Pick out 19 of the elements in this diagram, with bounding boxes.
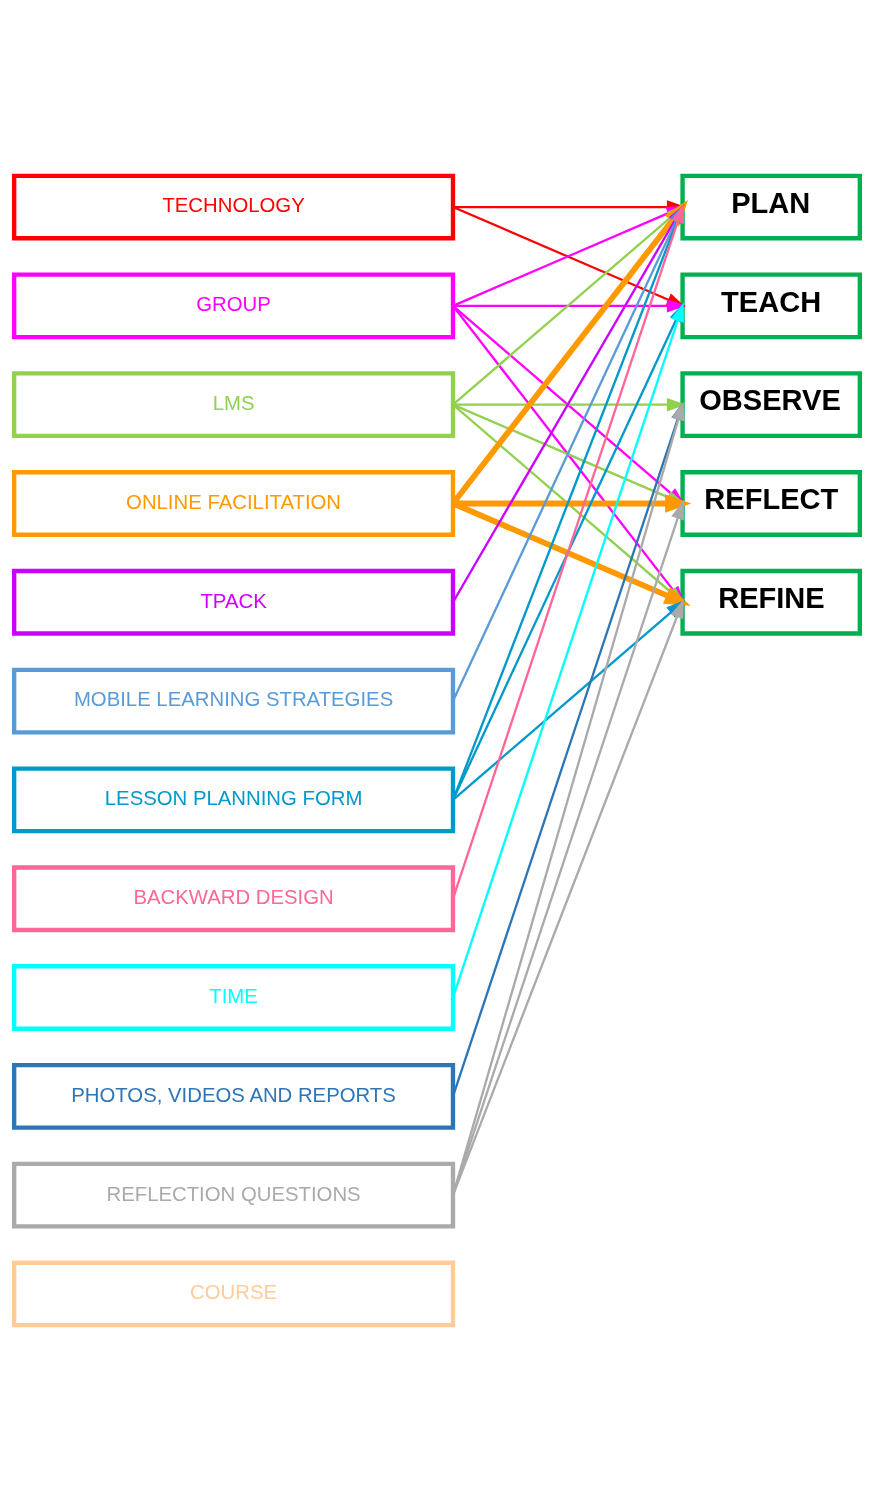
node-box: OBSERVE [680, 371, 862, 439]
node-box: ONLINE FACILITATION [12, 470, 456, 537]
node-box: COURSE [12, 1260, 456, 1328]
node-box: BACKWARD DESIGN [12, 865, 456, 933]
node-box: TIME [12, 964, 456, 1031]
node-box: TECHNOLOGY [12, 173, 456, 241]
node-box: REFINE [680, 568, 862, 636]
node-box: REFLECT [680, 470, 862, 537]
node-box: MOBILE LEARNING STRATEGIES [12, 667, 456, 735]
node-box: LMS [12, 371, 456, 439]
node-box: PHOTOS, VIDEOS AND REPORTS [12, 1062, 456, 1130]
node-box: GROUP [12, 272, 456, 340]
arrow [453, 299, 687, 313]
node-box: LESSON PLANNING FORM [12, 766, 456, 834]
node-box: TPACK [12, 568, 456, 636]
node-box: TEACH [680, 272, 862, 340]
node-box: PLAN [680, 173, 862, 241]
arrow [453, 397, 687, 412]
node-box: REFLECTION QUESTIONS [12, 1161, 456, 1229]
